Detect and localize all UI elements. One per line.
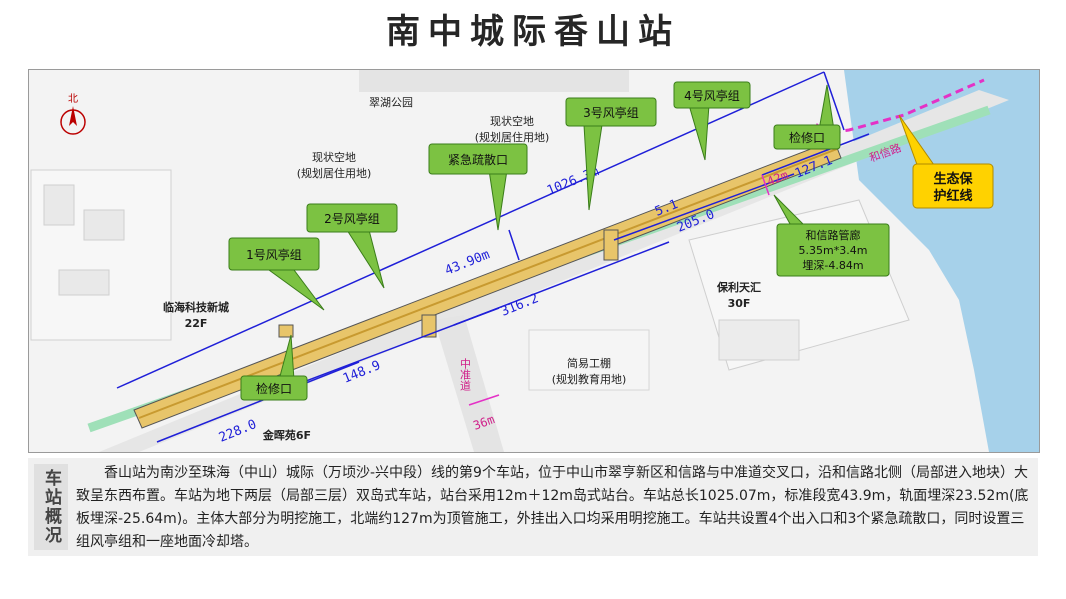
area-shed: 简易工棚 xyxy=(567,356,611,370)
dim-width-line xyxy=(508,229,520,261)
callout-emergency: 紧急疏散口 xyxy=(428,143,528,175)
dim-316-line xyxy=(453,241,670,326)
building-block xyxy=(83,209,125,241)
station-site-plan: 北 翠湖公园 现状空地 (规划居住用地) 现状空地 (规划居住用地) 临海科技新… xyxy=(28,69,1040,453)
callout-fan1-label: 1号风亭组 xyxy=(246,247,302,262)
area-vacant-left: 现状空地 xyxy=(312,150,356,164)
station-summary: 车站概况 香山站为南沙至珠海（中山）城际（万顷沙-兴中段）线的第9个车站，位于中… xyxy=(28,458,1038,556)
callout-fan2: 2号风亭组 xyxy=(306,203,398,233)
building-block xyxy=(528,329,650,391)
road-label-zhongzhun: 中准道 xyxy=(459,358,472,391)
callout-fan3: 3号风亭组 xyxy=(565,97,657,127)
area-vacant-left-planned: (规划居住用地) xyxy=(297,166,372,180)
callout-eco-line1: 生态保 xyxy=(933,171,973,187)
exit-structure xyxy=(278,324,294,338)
station-track xyxy=(138,148,838,419)
area-jinhui: 金晖苑6F xyxy=(262,428,311,442)
compass-arrow-icon xyxy=(69,106,77,126)
area-vacant-mid-planned: (规划居住用地) xyxy=(475,130,550,144)
dim-36: 36m xyxy=(471,412,496,433)
road-zhongzhun xyxy=(434,315,504,452)
callout-eco-line2: 护红线 xyxy=(933,188,972,204)
callout-fan1: 1号风亭组 xyxy=(228,237,320,271)
callout-inspect-ne: 检修口 xyxy=(773,124,841,150)
dim-36-line xyxy=(468,394,500,406)
callout-fan3-label: 3号风亭组 xyxy=(583,105,639,120)
summary-label: 车站概况 xyxy=(34,464,68,550)
area-shed-planned: (规划教育用地) xyxy=(552,372,627,386)
callout-fan2-label: 2号风亭组 xyxy=(324,211,380,226)
dim-42-line xyxy=(761,174,770,196)
callout-fan4-label: 4号风亭组 xyxy=(684,88,740,103)
dim-end-line xyxy=(823,71,845,131)
area-linhai-floors: 22F xyxy=(185,317,208,330)
callout-fan4: 4号风亭组 xyxy=(673,81,751,109)
callout-inspect-ne-label: 检修口 xyxy=(789,130,825,145)
dim-228-line xyxy=(156,361,360,443)
callout-inspect-sw-label: 检修口 xyxy=(256,381,292,396)
summary-text: 香山站为南沙至珠海（中山）城际（万顷沙-兴中段）线的第9个车站，位于中山市翠亨新… xyxy=(76,465,1029,550)
callout-eco-redline: 生态保 护红线 xyxy=(912,163,994,209)
dim-205-line xyxy=(613,173,795,241)
area-vacant-mid: 现状空地 xyxy=(490,114,534,128)
area-poly: 保利天汇 xyxy=(716,280,761,294)
page-title: 南中城际香山站 xyxy=(386,12,680,52)
callout-pipe-gallery: 和信路管廊 5.35m*3.4m 埋深-4.84m xyxy=(776,223,890,277)
site-plan-drawing: 北 翠湖公园 现状空地 (规划居住用地) 现状空地 (规划居住用地) 临海科技新… xyxy=(29,70,1039,452)
building-block xyxy=(718,319,800,361)
exit-structure xyxy=(421,314,437,338)
compass-north-label: 北 xyxy=(68,93,78,105)
callout-emergency-label: 紧急疏散口 xyxy=(448,152,508,167)
callout-pipe-title: 和信路管廊 xyxy=(806,228,861,242)
building-block xyxy=(359,70,629,92)
exit-structure xyxy=(603,229,619,261)
dim-127-line xyxy=(761,133,870,176)
building-block xyxy=(43,184,75,226)
area-park: 翠湖公园 xyxy=(369,96,413,109)
callout-pipe-depth: 埋深-4.84m xyxy=(802,259,863,272)
callout-pipe-size: 5.35m*3.4m xyxy=(799,244,868,257)
area-poly-floors: 30F xyxy=(728,297,751,310)
area-linhai: 临海科技新城 xyxy=(163,300,229,314)
building-block xyxy=(58,269,110,296)
callout-inspect-sw: 检修口 xyxy=(240,375,308,401)
